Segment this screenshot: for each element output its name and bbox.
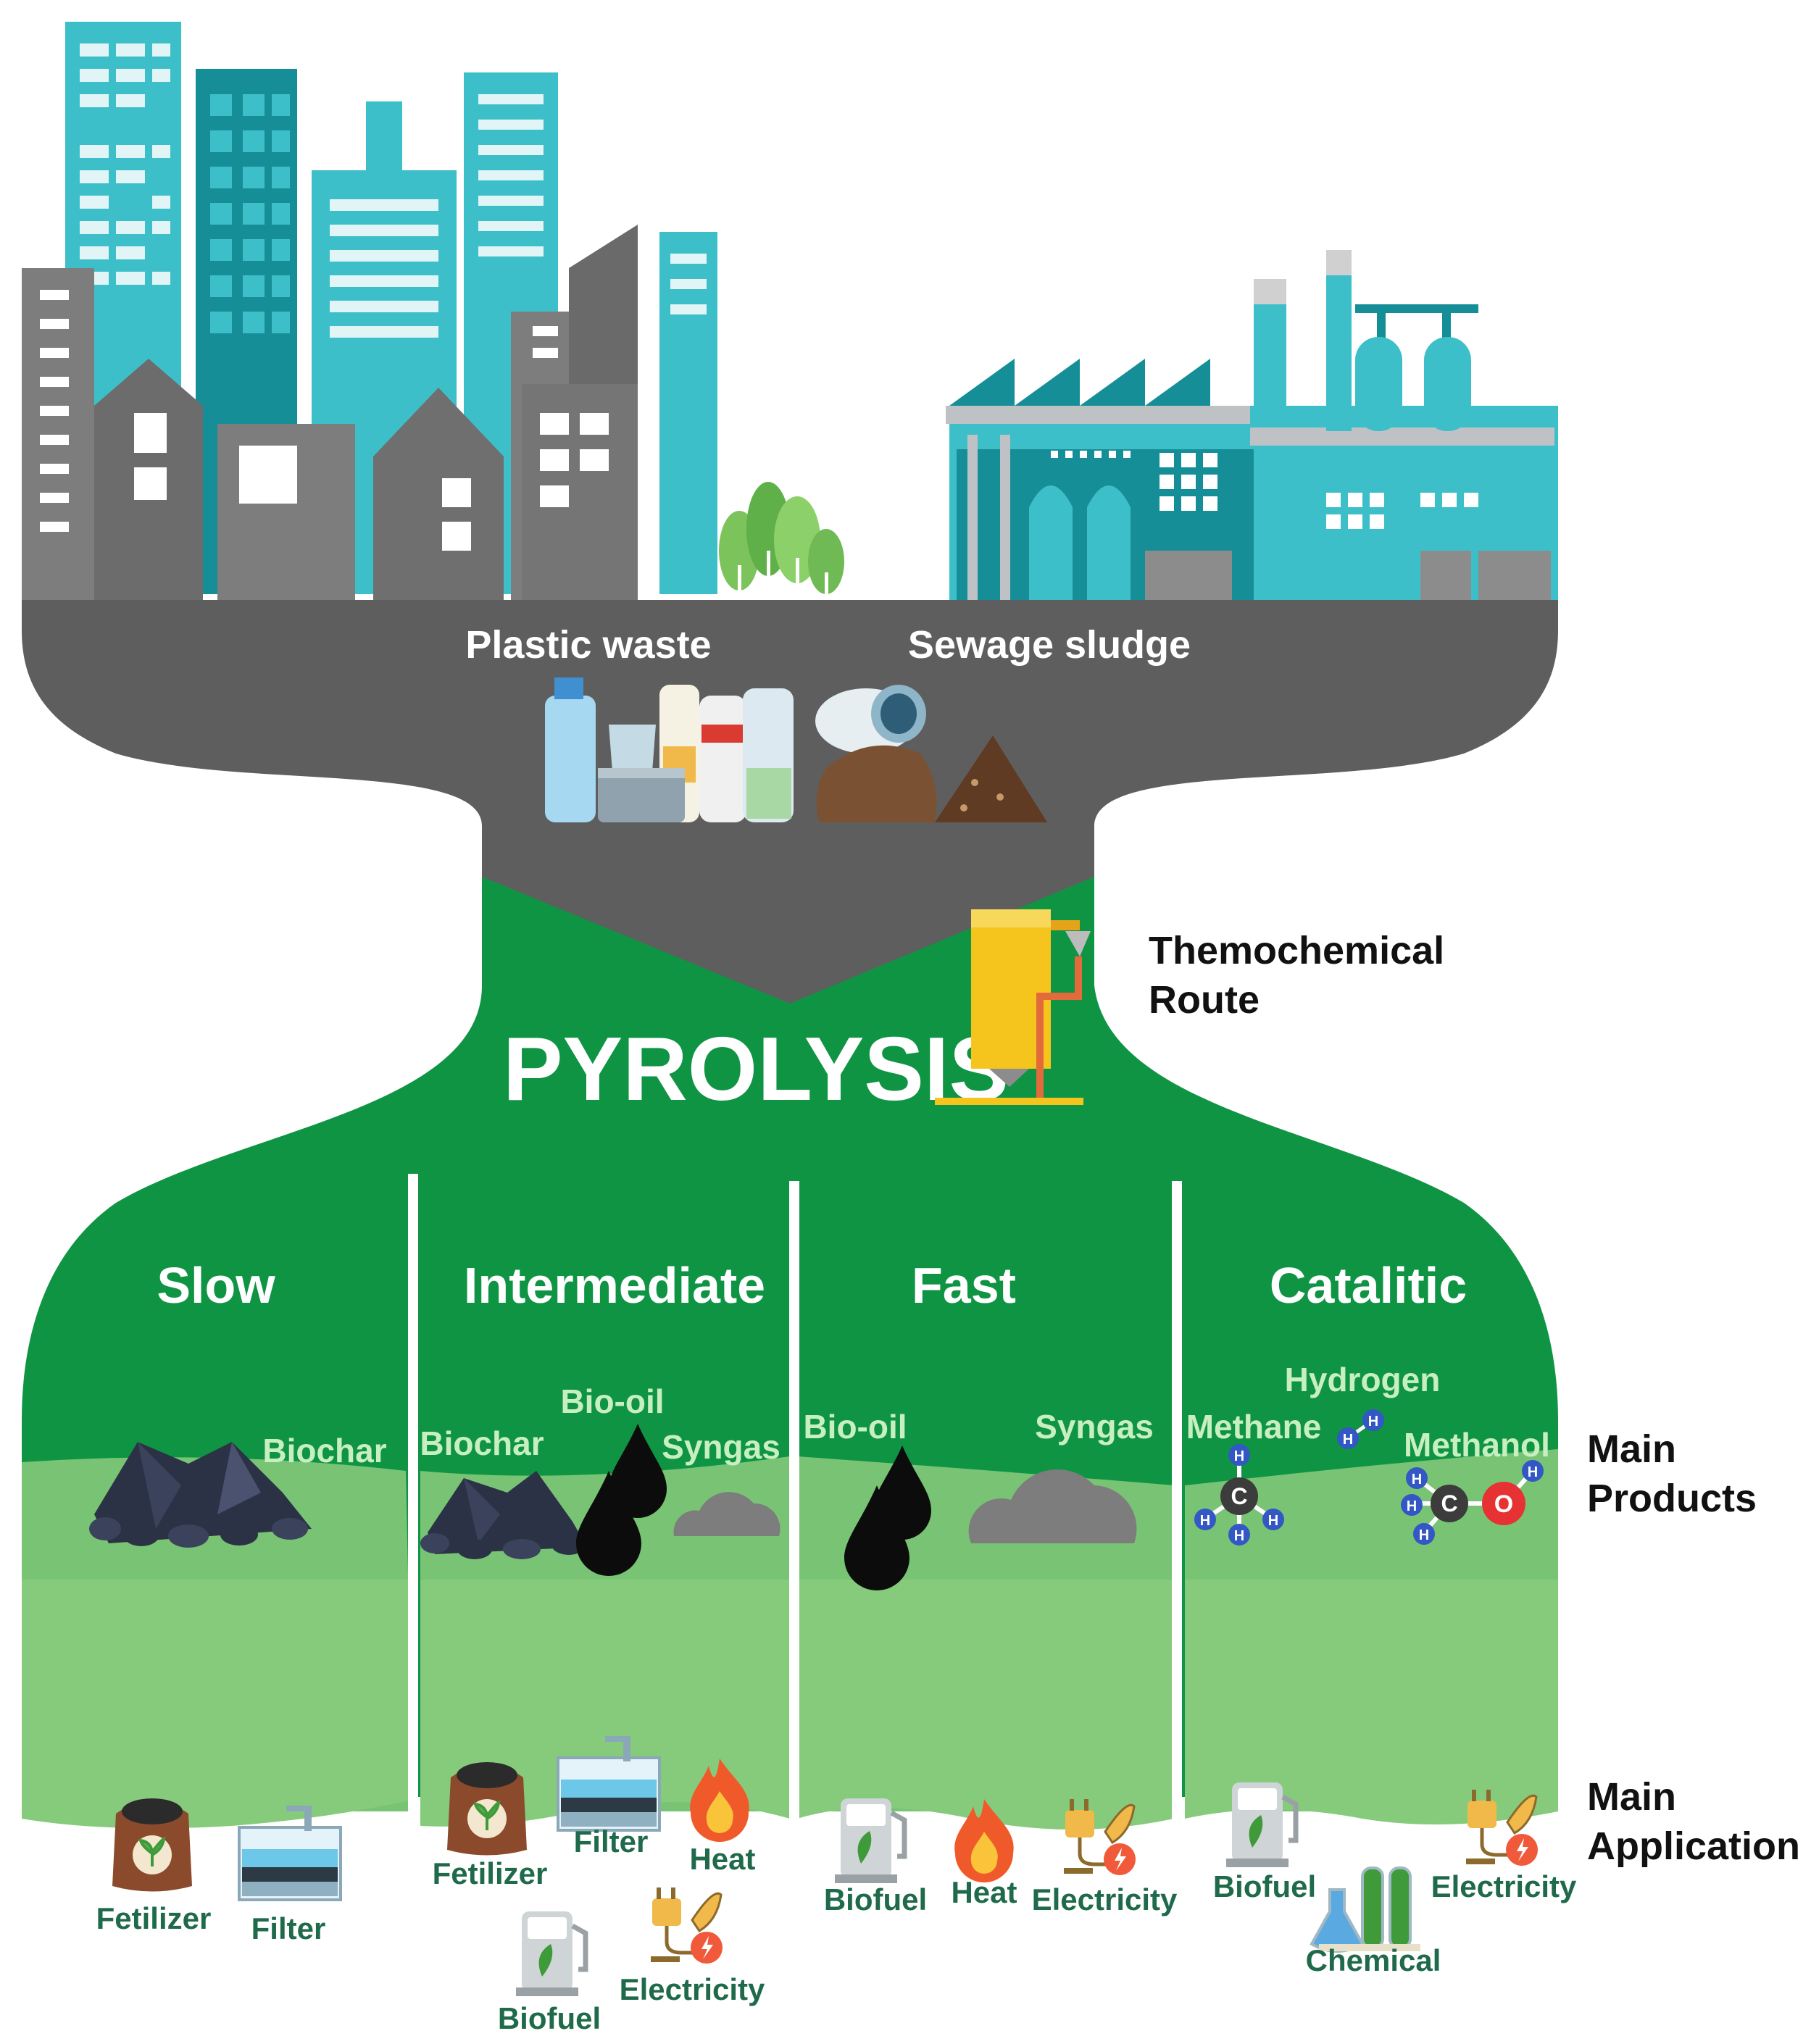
- fertilizer-icon: [446, 1761, 528, 1857]
- app-catalitic-biofuel: Biofuel: [1213, 1869, 1316, 1903]
- app-slow-fertilizer: Fetilizer: [96, 1901, 212, 1935]
- chemical-test-tubes-icon: [1310, 1866, 1422, 1953]
- app-intermediate-electricity: Electricity: [620, 1972, 765, 2006]
- methanol-molecule-icon: C O H H H H: [1401, 1460, 1544, 1545]
- sewage-sludge-label: Sewage sludge: [908, 623, 1191, 667]
- pyrolysis-reactor-icon: [935, 909, 1091, 1105]
- product-intermediate-syngas: Syngas: [662, 1428, 780, 1466]
- app-intermediate-heat: Heat: [689, 1842, 755, 1876]
- biochar-icon: [89, 1442, 312, 1548]
- electricity-icon: [651, 1887, 723, 1964]
- column-heading-fast: Fast: [912, 1257, 1016, 1314]
- thermochemical-route-label-line1: Themochemical: [1149, 929, 1444, 972]
- app-fast-biofuel: Biofuel: [824, 1882, 927, 1916]
- main-application-label-line2: Application: [1587, 1824, 1800, 1868]
- atom-h: H: [1419, 1527, 1429, 1543]
- biochar-icon: [420, 1471, 587, 1559]
- column-heading-intermediate: Intermediate: [464, 1257, 765, 1314]
- app-slow-filter: Filter: [251, 1911, 326, 1945]
- main-products-label-line1: Main: [1587, 1427, 1676, 1471]
- atom-o: O: [1494, 1490, 1513, 1518]
- product-catalitic-methanol: Methanol: [1404, 1426, 1550, 1464]
- atom-h: H: [1368, 1414, 1378, 1430]
- product-fast-bio-oil: Bio-oil: [803, 1408, 907, 1446]
- syngas-cloud-icon: [673, 1492, 780, 1536]
- atom-h: H: [1234, 1448, 1244, 1464]
- app-intermediate-fertilizer: Fetilizer: [433, 1856, 548, 1890]
- app-intermediate-biofuel: Biofuel: [498, 2001, 601, 2035]
- atom-h: H: [1343, 1432, 1353, 1448]
- plastic-bottles-icon: [545, 677, 794, 822]
- column-heading-slow: Slow: [157, 1257, 275, 1314]
- atom-h: H: [1528, 1464, 1538, 1480]
- bio-oil-drop-icon: [576, 1424, 667, 1576]
- main-products-label-line2: Products: [1587, 1477, 1757, 1520]
- main-application-label-line1: Main: [1587, 1775, 1676, 1819]
- fertilizer-icon: [111, 1797, 193, 1893]
- hydrogen-molecule-icon: H H: [1337, 1409, 1384, 1449]
- column-dividers: [408, 1174, 1182, 1826]
- atom-h: H: [1407, 1498, 1417, 1514]
- atom-c: C: [1231, 1483, 1247, 1509]
- plastic-waste-label: Plastic waste: [465, 623, 711, 667]
- app-catalitic-electricity: Electricity: [1431, 1869, 1577, 1903]
- methane-molecule-icon: C H H H H: [1194, 1444, 1284, 1545]
- product-fast-syngas: Syngas: [1035, 1408, 1154, 1446]
- product-intermediate-biochar: Biochar: [420, 1424, 544, 1462]
- product-intermediate-bio-oil: Bio-oil: [560, 1382, 664, 1420]
- app-catalitic-chemical: Chemical: [1306, 1943, 1441, 1977]
- city-skyline-illustration: [22, 22, 844, 601]
- atom-h: H: [1412, 1472, 1422, 1488]
- app-fast-electricity: Electricity: [1032, 1882, 1178, 1916]
- product-catalitic-methane: Methane: [1186, 1408, 1322, 1446]
- atom-h: H: [1268, 1513, 1278, 1529]
- product-slow-biochar: Biochar: [262, 1432, 386, 1469]
- bio-oil-drop-icon: [844, 1446, 931, 1590]
- atom-c: C: [1441, 1490, 1457, 1517]
- column-heading-catalitic: Catalitic: [1270, 1257, 1467, 1314]
- atom-h: H: [1234, 1528, 1244, 1544]
- syngas-cloud-icon: [968, 1469, 1137, 1543]
- atom-h: H: [1200, 1513, 1210, 1529]
- app-intermediate-filter: Filter: [574, 1824, 649, 1859]
- sewage-sludge-icon: [815, 685, 1047, 822]
- thermochemical-route-label-line2: Route: [1149, 978, 1260, 1022]
- biofuel-pump-icon: [516, 1911, 586, 1996]
- app-fast-heat: Heat: [951, 1875, 1017, 1909]
- factory-illustration: [946, 250, 1558, 601]
- product-catalitic-hydrogen: Hydrogen: [1285, 1361, 1441, 1398]
- pyrolysis-title: PYROLYSIS: [503, 1019, 1009, 1119]
